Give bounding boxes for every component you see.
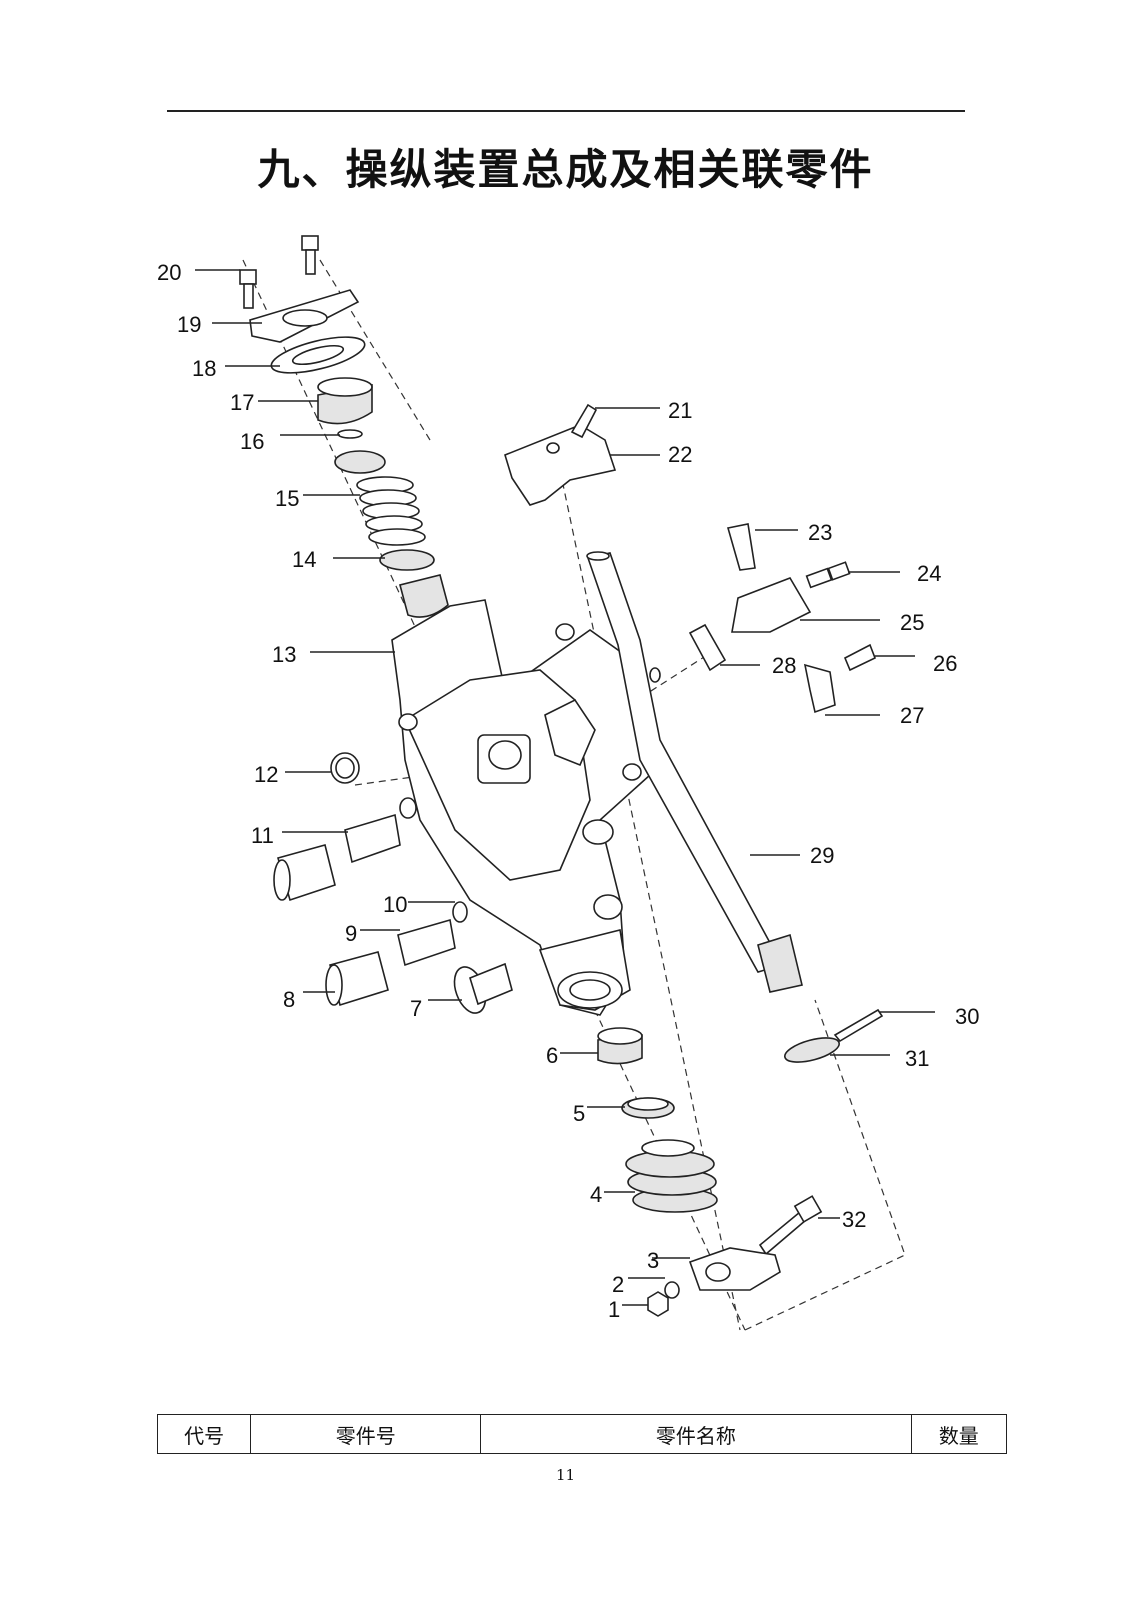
header-part-name: 零件名称 — [480, 1414, 912, 1454]
gasket-hole — [291, 344, 345, 366]
part-4-boot — [625, 1139, 718, 1213]
bushing-6-top — [597, 1027, 643, 1045]
spring-seat — [334, 450, 386, 474]
callout-7: 7 — [410, 996, 422, 1021]
callout-32: 32 — [842, 1207, 866, 1232]
part-15-spring — [356, 476, 426, 546]
callout-22: 22 — [668, 442, 692, 467]
part-1-nut — [647, 1291, 669, 1317]
bushing-top — [317, 377, 373, 397]
part-31-nut — [784, 1037, 840, 1063]
header-code: 代号 — [156, 1414, 252, 1454]
callout-24: 24 — [917, 561, 941, 586]
flange-hole — [282, 309, 328, 327]
part-22-lever — [504, 424, 617, 506]
callout-30: 30 — [955, 1004, 979, 1029]
part-16-ring — [337, 429, 363, 439]
inner-bushing — [399, 574, 449, 618]
part-29-shaft — [586, 551, 803, 993]
part-28-gasket — [688, 623, 727, 672]
callout-23: 23 — [808, 520, 832, 545]
parts-table: 代号 零件号 零件名称 数量 — [156, 1414, 1008, 1454]
page-title: 九、操纵装置总成及相关联零件 — [257, 145, 874, 194]
callout-29: 29 — [810, 843, 834, 868]
part-25-valve-body — [731, 577, 812, 633]
leader-lines — [195, 269, 935, 1306]
callout-12: 12 — [254, 762, 278, 787]
callout-14: 14 — [292, 547, 316, 572]
part-23-fitting — [726, 523, 756, 571]
callout-20: 20 — [157, 260, 181, 285]
pitman-arm-hub — [705, 1262, 731, 1282]
callout-1: 1 — [608, 1297, 620, 1322]
callout-31: 31 — [905, 1046, 929, 1071]
callout-9: 9 — [345, 921, 357, 946]
header-quantity: 数量 — [910, 1414, 1008, 1454]
parts-table-header-row: 代号 零件号 零件名称 数量 — [156, 1414, 1008, 1454]
callout-11: 11 — [251, 823, 274, 848]
part-10-o-ring — [452, 901, 468, 923]
callout-28: 28 — [772, 653, 796, 678]
part-9-valve — [397, 918, 456, 967]
callout-5: 5 — [573, 1101, 585, 1126]
callout-26: 26 — [933, 651, 957, 676]
callout-2: 2 — [612, 1272, 624, 1297]
bearing-inner — [627, 1097, 669, 1111]
callout-13: 13 — [272, 642, 296, 667]
callout-16: 16 — [240, 429, 264, 454]
part-24-fitting — [805, 561, 851, 589]
callout-25: 25 — [900, 610, 924, 635]
part-3-pitman-arm — [688, 1247, 781, 1291]
part-30-pin — [833, 1008, 884, 1043]
part-20-bolts — [239, 235, 319, 309]
callout-4: 4 — [590, 1182, 602, 1207]
exploded-parts-diagram: 20 19 18 17 16 15 14 13 12 11 10 9 8 7 6… — [157, 235, 979, 1331]
part-21-pin — [570, 403, 598, 439]
callout-10: 10 — [383, 892, 407, 917]
callout-8: 8 — [283, 987, 295, 1012]
page-number: 11 — [555, 1466, 576, 1484]
part-11-valve — [273, 797, 417, 902]
header-rule — [167, 110, 965, 112]
part-7-flanged-valve — [453, 962, 513, 1014]
part-2-washer — [664, 1281, 680, 1299]
part-27-tee — [803, 663, 836, 714]
part-8-cap — [325, 951, 389, 1007]
seal-ring-inner — [335, 757, 355, 779]
part-14-washer — [379, 549, 435, 571]
callout-27: 27 — [900, 703, 924, 728]
callout-15: 15 — [275, 486, 299, 511]
part-13-housing — [391, 599, 651, 1016]
callout-3: 3 — [647, 1248, 659, 1273]
part-26-fitting — [843, 643, 877, 672]
callout-6: 6 — [546, 1043, 558, 1068]
callout-17: 17 — [230, 390, 254, 415]
header-part-number: 零件号 — [250, 1414, 482, 1454]
part-32-bolt — [758, 1195, 823, 1256]
callout-21: 21 — [668, 398, 692, 423]
callout-19: 19 — [177, 312, 201, 337]
callout-18: 18 — [192, 356, 216, 381]
